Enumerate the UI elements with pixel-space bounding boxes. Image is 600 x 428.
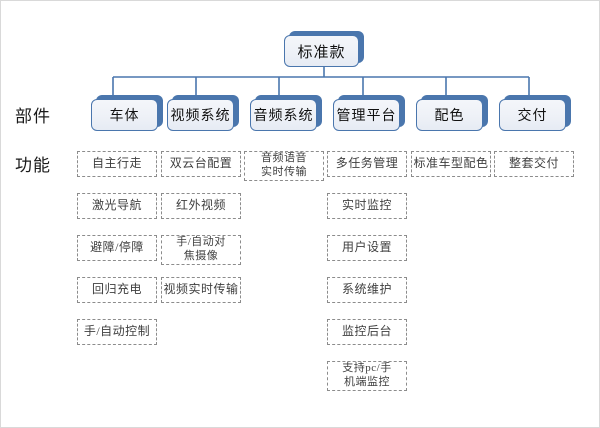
- node-label: 音频系统: [253, 109, 314, 124]
- leaf-item[interactable]: 多任务管理: [327, 151, 407, 177]
- node-delivery[interactable]: 交付: [499, 95, 571, 131]
- leaf-item-label: 自主行走: [91, 156, 142, 171]
- node-face: 配色: [416, 99, 483, 131]
- node-color-scheme[interactable]: 配色: [416, 95, 488, 131]
- node-management-platform[interactable]: 管理平台: [333, 95, 405, 131]
- node-vehicle-body[interactable]: 车体: [91, 95, 163, 131]
- node-face: 车体: [91, 99, 158, 131]
- node-root[interactable]: 标准款: [284, 31, 364, 67]
- leaf-item-label: 手/自动控制: [83, 324, 151, 339]
- leaf-item-label: 用户设置: [341, 240, 392, 255]
- leaf-item[interactable]: 标准车型配色: [411, 151, 491, 177]
- leaf-item-label: 多任务管理: [335, 156, 399, 171]
- leaf-item[interactable]: 用户设置: [327, 235, 407, 261]
- leaf-item-label: 音频语音实时传输: [261, 152, 307, 178]
- leaf-item-label: 视频实时传输: [163, 282, 239, 297]
- leaf-item[interactable]: 手/自动对焦摄像: [161, 235, 241, 265]
- leaf-item[interactable]: 实时监控: [327, 193, 407, 219]
- leaf-item[interactable]: 红外视频: [161, 193, 241, 219]
- leaf-item[interactable]: 整套交付: [494, 151, 574, 177]
- leaf-item[interactable]: 视频实时传输: [161, 277, 241, 303]
- leaf-item-label: 回归充电: [91, 282, 142, 297]
- node-video-system[interactable]: 视频系统: [167, 95, 239, 131]
- leaf-item-label: 红外视频: [175, 198, 226, 213]
- row-label-parts: 部件: [15, 107, 51, 126]
- leaf-item[interactable]: 避障/停障: [77, 235, 157, 261]
- leaf-item-label: 系统维护: [341, 282, 392, 297]
- node-face: 音频系统: [250, 99, 317, 131]
- leaf-item-label: 避障/停障: [90, 240, 144, 255]
- leaf-item-label: 激光导航: [91, 198, 142, 213]
- node-audio-system[interactable]: 音频系统: [250, 95, 322, 131]
- leaf-item[interactable]: 手/自动控制: [77, 319, 157, 345]
- leaf-item-label: 支持pc/手机端监控: [342, 362, 392, 388]
- node-face: 标准款: [284, 35, 359, 67]
- leaf-item-label: 实时监控: [341, 198, 392, 213]
- node-root-label: 标准款: [297, 44, 346, 61]
- leaf-item[interactable]: 监控后台: [327, 319, 407, 345]
- leaf-item-label: 标准车型配色: [413, 156, 489, 171]
- node-face: 视频系统: [167, 99, 234, 131]
- row-label-function: 功能: [15, 156, 51, 175]
- leaf-item-label: 双云台配置: [169, 156, 233, 171]
- leaf-item-label: 整套交付: [508, 156, 559, 171]
- node-label: 视频系统: [170, 109, 231, 124]
- leaf-item-label: 手/自动对焦摄像: [176, 236, 226, 262]
- node-label: 车体: [109, 109, 140, 124]
- node-label: 交付: [517, 109, 548, 124]
- node-label: 配色: [434, 109, 465, 124]
- node-face: 交付: [499, 99, 566, 131]
- leaf-item[interactable]: 支持pc/手机端监控: [327, 361, 407, 391]
- node-label: 管理平台: [336, 109, 397, 124]
- leaf-item[interactable]: 系统维护: [327, 277, 407, 303]
- leaf-item-label: 监控后台: [341, 324, 392, 339]
- leaf-item[interactable]: 激光导航: [77, 193, 157, 219]
- leaf-item[interactable]: 音频语音实时传输: [244, 151, 324, 181]
- leaf-item[interactable]: 自主行走: [77, 151, 157, 177]
- node-face: 管理平台: [333, 99, 400, 131]
- leaf-item[interactable]: 回归充电: [77, 277, 157, 303]
- leaf-item[interactable]: 双云台配置: [161, 151, 241, 177]
